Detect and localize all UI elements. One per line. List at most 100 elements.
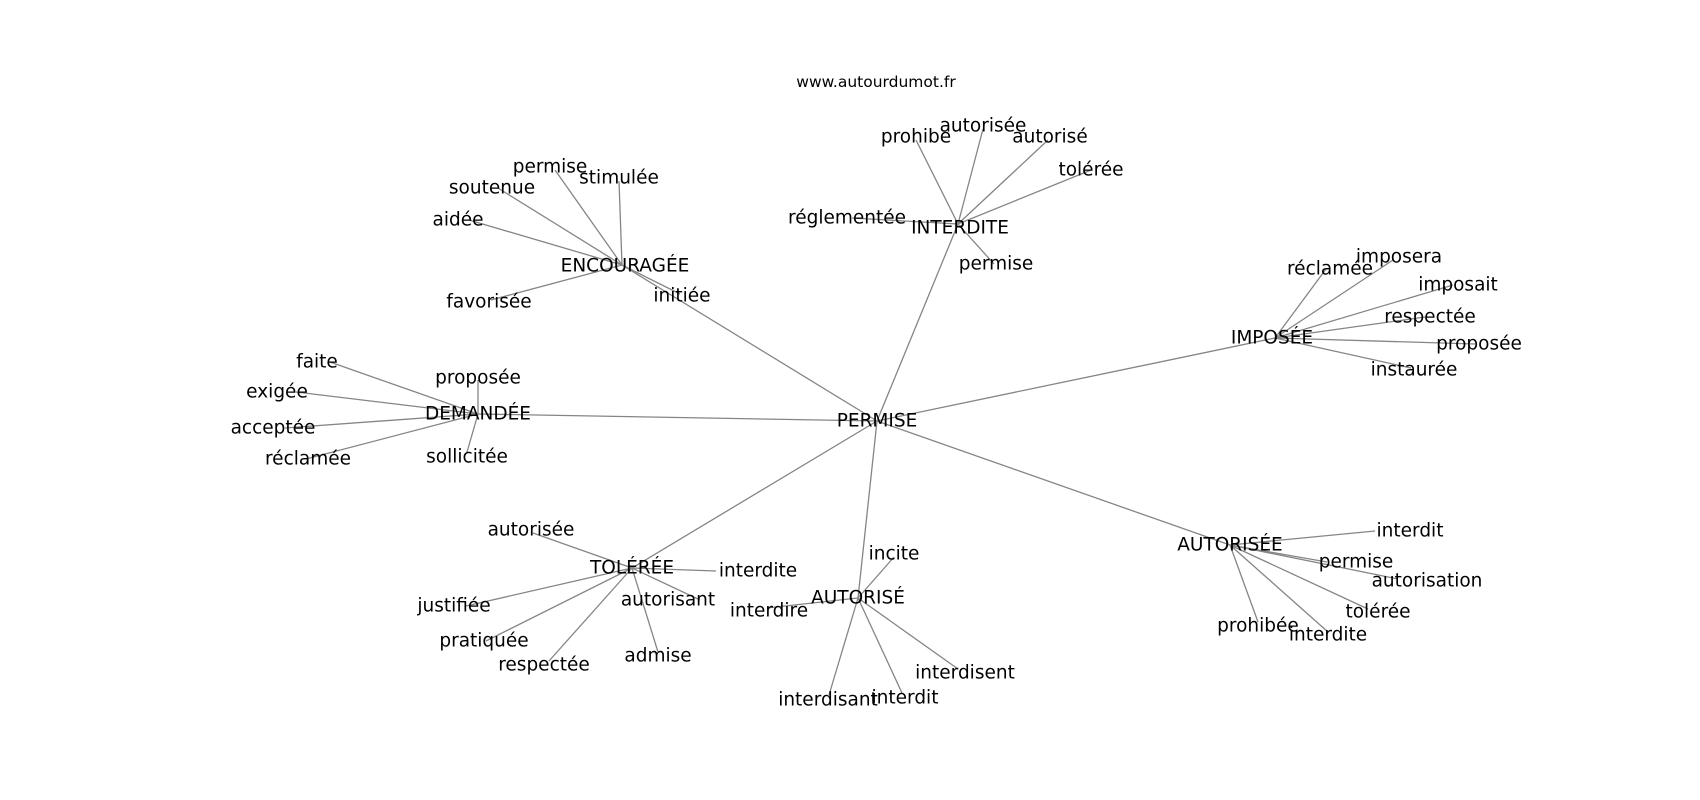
node-cluster-imposee[interactable]: IMPOSÉE xyxy=(1231,327,1313,349)
edge-interdite-to-int-reglementee xyxy=(851,217,959,225)
edge-toleree-to-tol-autorisant xyxy=(631,567,701,601)
edge-imposee-to-imp-proposee xyxy=(1274,337,1476,345)
edge-encouragee-to-enc-aidee xyxy=(468,219,623,266)
node-leaf-dem-faite[interactable]: faite xyxy=(296,352,338,373)
node-leaf-imp-respectee[interactable]: respectée xyxy=(1384,307,1476,328)
node-leaf-aue-autorisation[interactable]: autorisation xyxy=(1372,571,1483,592)
node-leaf-int-permise[interactable]: permise xyxy=(959,254,1034,275)
edge-autorise-to-aut-incite xyxy=(857,556,895,599)
node-leaf-imp-instauree[interactable]: instaurée xyxy=(1371,360,1458,381)
edge-toleree-to-tol-admise xyxy=(631,567,659,653)
edge-autorise-to-aut-interdisent xyxy=(857,597,959,670)
edge-autorisee-to-aue-interdit xyxy=(1229,530,1376,546)
edge-toleree-to-tol-pratiquee xyxy=(485,567,633,642)
edge-autorise-to-aut-interdit xyxy=(857,597,903,694)
edge-imposee-to-imp-instauree xyxy=(1274,337,1412,369)
node-leaf-int-toleree[interactable]: tolérée xyxy=(1058,160,1123,181)
edge-interdite-to-int-toleree xyxy=(957,169,1092,225)
node-leaf-tol-autorisant[interactable]: autorisant xyxy=(621,590,715,611)
node-center-permise[interactable]: PERMISE xyxy=(837,411,918,432)
edge-interdite-to-int-prohibe xyxy=(915,139,959,225)
edge-permise-to-imposee xyxy=(876,337,1276,422)
node-leaf-enc-aidee[interactable]: aidée xyxy=(433,210,484,231)
node-leaf-imp-imposera[interactable]: imposera xyxy=(1356,247,1442,268)
edge-toleree-to-tol-respectee xyxy=(548,567,633,662)
node-leaf-tol-respectee[interactable]: respectée xyxy=(498,655,590,676)
edge-interdite-to-int-autorisee xyxy=(957,128,984,225)
node-leaf-dem-exigee[interactable]: exigée xyxy=(246,382,308,403)
edge-demandee-to-dem-sollicitee xyxy=(466,413,479,453)
node-leaf-aue-prohibee[interactable]: prohibée xyxy=(1217,616,1299,637)
edge-demandee-to-dem-faite xyxy=(329,361,479,415)
edge-toleree-to-tol-interdite xyxy=(631,567,717,572)
node-leaf-aut-interdire[interactable]: interdire xyxy=(730,601,808,622)
node-leaf-dem-proposee[interactable]: proposée xyxy=(435,368,521,389)
edge-permise-to-encouragee xyxy=(621,264,878,422)
node-leaf-aue-interdit[interactable]: interdit xyxy=(1377,521,1444,542)
node-leaf-enc-stimulee[interactable]: stimulée xyxy=(579,168,659,189)
node-leaf-imp-imposait[interactable]: imposait xyxy=(1418,275,1498,296)
node-leaf-imp-proposee[interactable]: proposée xyxy=(1436,334,1522,355)
edge-permise-to-autorisee xyxy=(876,420,1231,546)
node-cluster-toleree[interactable]: TOLÉRÉE xyxy=(589,557,674,579)
node-leaf-enc-favorisee[interactable]: favorisée xyxy=(446,292,531,313)
edge-autorisee-to-aue-toleree xyxy=(1229,544,1369,610)
edge-demandee-to-dem-exigee xyxy=(295,391,479,415)
edge-toleree-to-tol-autorisee xyxy=(532,532,633,569)
node-leaf-tol-pratiquee[interactable]: pratiquée xyxy=(439,631,528,652)
edge-imposee-to-imp-imposera xyxy=(1274,259,1394,339)
node-leaf-tol-admise[interactable]: admise xyxy=(624,646,691,667)
edge-encouragee-to-enc-soutenue xyxy=(497,187,623,266)
node-cluster-encouragee[interactable]: ENCOURAGÉE xyxy=(561,255,690,277)
edge-autorisee-to-aue-prohibee xyxy=(1229,544,1259,623)
edge-autorisee-to-aue-interdite xyxy=(1229,544,1329,633)
node-cluster-autorise[interactable]: AUTORISÉ xyxy=(811,587,905,609)
edge-encouragee-to-enc-permise xyxy=(554,169,623,266)
source-url-text[interactable]: www.autourdumot.fr xyxy=(796,73,956,91)
node-leaf-aut-interdit[interactable]: interdit xyxy=(872,688,939,709)
node-leaf-int-reglementee[interactable]: réglementée xyxy=(788,208,906,229)
edge-demandee-to-dem-acceptee xyxy=(284,413,479,429)
node-cluster-interdite[interactable]: INTERDITE xyxy=(911,218,1009,239)
node-leaf-tol-interdite[interactable]: interdite xyxy=(719,561,797,582)
node-leaf-aut-interdisent[interactable]: interdisent xyxy=(915,663,1015,684)
edge-interdite-to-int-autorise xyxy=(957,139,1049,225)
edge-imposee-to-imp-imposait xyxy=(1274,284,1454,339)
edge-autorise-to-aut-interdisant xyxy=(828,597,859,696)
node-leaf-dem-reclamee[interactable]: réclamée xyxy=(265,449,351,470)
node-leaf-aut-incite[interactable]: incite xyxy=(869,544,920,565)
edge-permise-to-toleree xyxy=(631,420,878,569)
edge-toleree-to-tol-justifiee xyxy=(465,567,633,607)
edge-demandee-to-dem-reclamee xyxy=(305,413,479,460)
node-leaf-int-prohibe[interactable]: prohibe xyxy=(881,127,951,148)
edges-layer xyxy=(284,128,1476,696)
node-leaf-tol-autorisee[interactable]: autorisée xyxy=(488,520,575,541)
edge-imposee-to-imp-respectee xyxy=(1274,316,1426,339)
node-leaf-aue-permise[interactable]: permise xyxy=(1319,552,1394,573)
labels-layer: PERMISEENCOURAGÉEpermisestimuléesoutenue… xyxy=(231,116,1522,711)
node-leaf-int-autorisee[interactable]: autorisée xyxy=(940,116,1027,137)
node-leaf-enc-initiee[interactable]: initiée xyxy=(653,286,710,307)
node-cluster-demandee[interactable]: DEMANDÉE xyxy=(425,403,531,425)
node-leaf-enc-soutenue[interactable]: soutenue xyxy=(449,178,535,199)
node-leaf-dem-sollicitee[interactable]: sollicitée xyxy=(426,447,508,468)
edge-encouragee-to-enc-stimulee xyxy=(618,180,623,266)
node-leaf-aut-interdisant[interactable]: interdisant xyxy=(778,690,878,711)
edge-permise-to-autorise xyxy=(857,420,878,599)
edge-encouragee-to-enc-initiee xyxy=(621,264,681,295)
node-leaf-aue-interdite[interactable]: interdite xyxy=(1289,625,1367,646)
node-leaf-dem-acceptee[interactable]: acceptée xyxy=(231,418,316,439)
node-leaf-tol-justifiee[interactable]: justifiée xyxy=(416,596,490,617)
edge-autorisee-to-aue-autorisation xyxy=(1229,544,1399,580)
node-leaf-aue-toleree[interactable]: tolérée xyxy=(1345,602,1410,623)
edge-autorise-to-aut-interdire xyxy=(766,597,859,609)
edge-encouragee-to-enc-favorisee xyxy=(490,264,623,301)
edge-imposee-to-imp-reclamee xyxy=(1274,268,1327,339)
node-leaf-int-autorise[interactable]: autorisé xyxy=(1012,127,1087,148)
node-leaf-imp-reclamee[interactable]: réclamée xyxy=(1287,259,1373,280)
edge-permise-to-demandee xyxy=(477,413,878,422)
node-cluster-autorisee[interactable]: AUTORISÉE xyxy=(1177,534,1283,556)
node-leaf-enc-permise[interactable]: permise xyxy=(513,157,588,178)
edge-permise-to-interdite xyxy=(876,223,959,422)
